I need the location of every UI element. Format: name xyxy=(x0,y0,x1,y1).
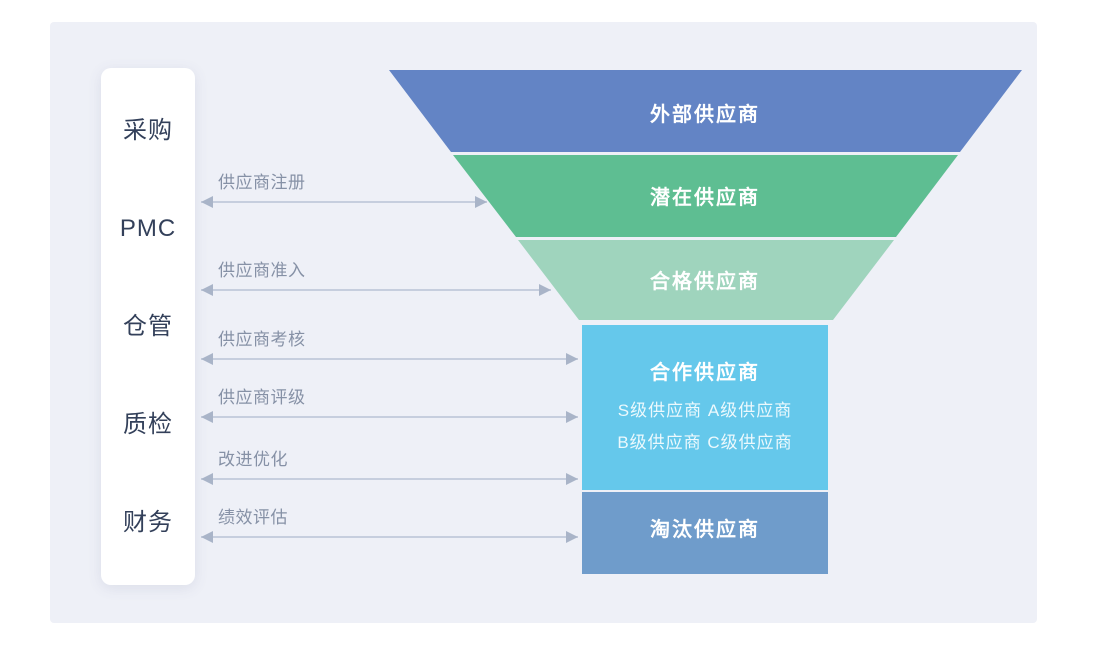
funnel-stage-potential-label: 潜在供应商 xyxy=(650,185,760,209)
flow-label-admission: 供应商准入 xyxy=(218,261,306,280)
funnel-stage-cooperative-shape xyxy=(582,325,828,490)
supplier-tier-line-2: B级供应商 C级供应商 xyxy=(617,433,792,452)
funnel-stage-external-shape xyxy=(389,70,1022,152)
flow-label-registration: 供应商注册 xyxy=(218,173,306,192)
role-label-warehouse: 仓管 xyxy=(123,312,173,340)
flow-label-performance: 绩效评估 xyxy=(218,508,288,527)
role-label-finance: 财务 xyxy=(123,508,173,536)
roles-sidebar: 采购 PMC 仓管 质检 财务 xyxy=(101,68,195,585)
role-label-procurement: 采购 xyxy=(123,116,173,144)
supplier-tier-line-1: S级供应商 A级供应商 xyxy=(618,401,792,420)
funnel-stage-eliminated-label: 淘汰供应商 xyxy=(650,517,760,541)
funnel-stage-qualified-label: 合格供应商 xyxy=(650,269,760,293)
flow-label-improvement: 改进优化 xyxy=(218,450,288,469)
funnel-stage-qualified-shape xyxy=(518,240,894,320)
flow-label-assessment: 供应商考核 xyxy=(218,330,306,349)
funnel-stage-eliminated-shape xyxy=(582,492,828,574)
funnel-stage-cooperative-label: 合作供应商 xyxy=(650,360,760,384)
funnel-stage-potential-shape xyxy=(453,155,958,237)
role-label-pmc: PMC xyxy=(119,214,177,242)
role-label-quality: 质检 xyxy=(123,410,173,438)
flow-label-rating: 供应商评级 xyxy=(218,388,306,407)
funnel-stage-external-label: 外部供应商 xyxy=(650,102,760,126)
